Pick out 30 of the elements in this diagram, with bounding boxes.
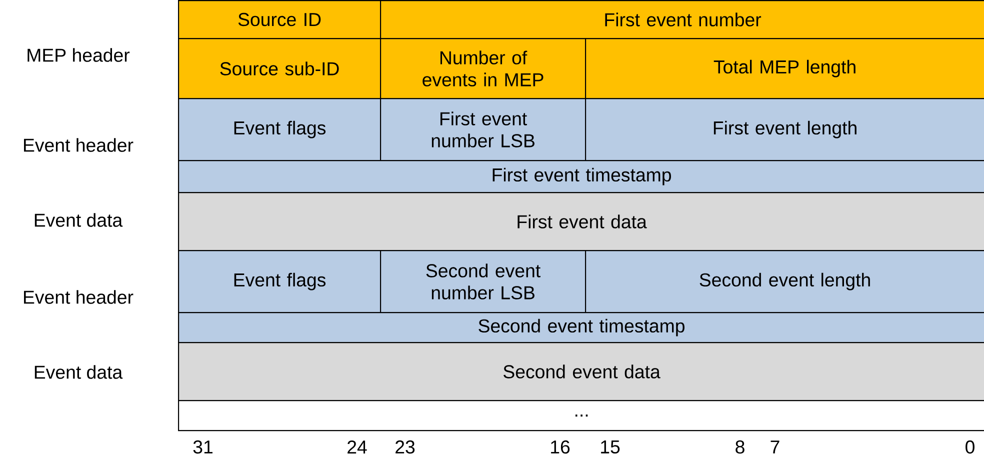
node-label: Second event length — [700, 272, 870, 290]
row-label: MEP header — [28, 48, 130, 62]
header-cell: Event flags — [178, 98, 382, 162]
header-cell: Source ID — [178, 0, 382, 40]
row-label: Event header — [24, 290, 134, 304]
continuation-cell: ... — [178, 400, 984, 432]
bit-number: 7 — [770, 440, 780, 454]
header-cell: Total MEP length — [585, 38, 984, 100]
bit-number: 15 — [601, 440, 620, 454]
data-cell: Second event data — [178, 342, 984, 402]
header-cell: First event number LSB — [380, 98, 586, 162]
row-label: Event header — [24, 138, 134, 152]
header-cell: Second event number LSB — [380, 250, 586, 314]
bit-number: 31 — [193, 440, 212, 454]
header-cell: Second event timestamp — [178, 312, 984, 344]
header-cell: Second event length — [585, 250, 984, 314]
row-label: Event data — [34, 365, 123, 379]
bit-number: 23 — [396, 440, 415, 454]
data-cell: First event data — [178, 192, 984, 252]
header-cell: First event length — [585, 98, 984, 162]
bit-number: 8 — [736, 440, 744, 454]
row-label: Event data — [34, 213, 123, 227]
node-label: First event length — [714, 120, 856, 138]
bit-number: 16 — [551, 440, 570, 454]
header-cell: Number of events in MEP — [380, 38, 586, 100]
header-cell: Event flags — [178, 250, 382, 314]
node-label: First event number — [605, 12, 762, 26]
bit-number: 24 — [348, 440, 367, 454]
bit-number: 0 — [966, 440, 974, 454]
header-cell: Source sub-ID — [178, 38, 382, 100]
